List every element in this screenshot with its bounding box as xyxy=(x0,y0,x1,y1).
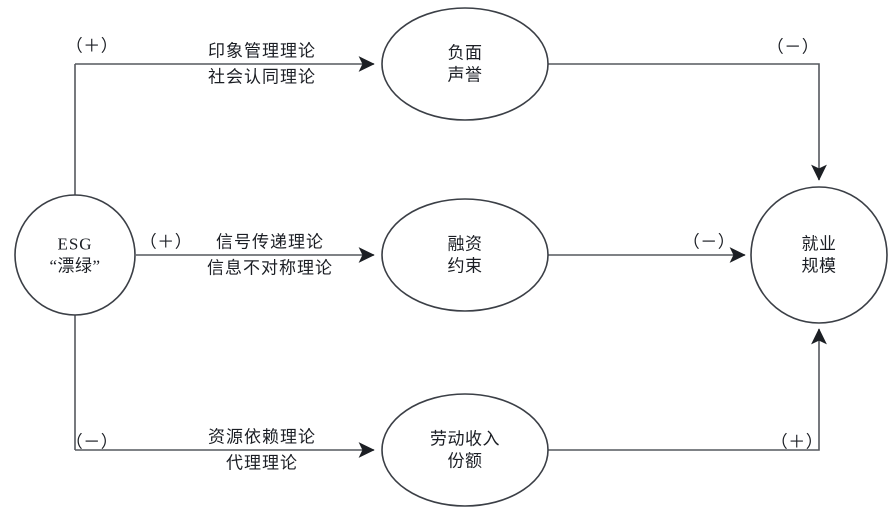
edge-labor-income-share-to-employment xyxy=(548,328,827,451)
sign-middle-left-positive: （＋） xyxy=(139,232,193,252)
middle-theory-1: 信号传递理论 xyxy=(216,232,324,252)
path-label-middle-theories: 信号传递理论 信息不对称理论 xyxy=(207,230,333,281)
edge-negative-reputation-to-employment xyxy=(548,63,827,181)
sign-bottom-left-negative: （－） xyxy=(65,432,119,452)
bottom-theory-2: 代理理论 xyxy=(226,453,298,472)
sign-middle-right-negative: （－） xyxy=(682,232,736,252)
sign-top-left-positive: （＋） xyxy=(65,36,119,56)
node-negative-reputation[interactable] xyxy=(381,7,549,121)
node-employment-scale[interactable] xyxy=(750,186,888,324)
node-labor-income-share[interactable] xyxy=(381,393,549,507)
top-theory-2: 社会认同理论 xyxy=(208,67,316,86)
middle-theory-2: 信息不对称理论 xyxy=(207,258,333,277)
node-financing-constraint[interactable] xyxy=(381,198,549,312)
path-label-top-theories: 印象管理理论 社会认同理论 xyxy=(208,39,316,90)
top-theory-1: 印象管理理论 xyxy=(208,41,316,61)
sign-top-right-negative: （－） xyxy=(766,37,820,57)
path-label-bottom-theories: 资源依赖理论 代理理论 xyxy=(208,425,316,476)
bottom-theory-1: 资源依赖理论 xyxy=(208,427,316,447)
sign-bottom-right-positive: （＋） xyxy=(770,432,824,452)
node-esg-greenwashing[interactable] xyxy=(14,194,136,316)
